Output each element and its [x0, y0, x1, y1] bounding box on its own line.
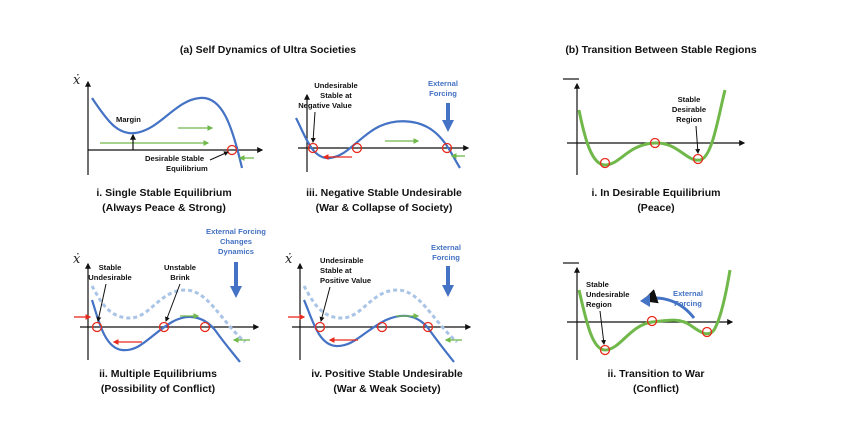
- previous-curve-dashed: [302, 285, 458, 344]
- external-forcing-label: Changes: [220, 237, 252, 246]
- equilibrium-marker: [692, 153, 704, 165]
- equilibrium-marker: [158, 321, 170, 333]
- panel-a2: Undesirable Stable at Negative Value Ext…: [295, 79, 470, 214]
- stable-desirable-label: Region: [676, 115, 702, 124]
- external-forcing-label: Forcing: [674, 299, 702, 308]
- panel-caption: (Peace): [637, 202, 674, 214]
- section-a-title: (a) Self Dynamics of Ultra Societies: [180, 44, 356, 56]
- equilibrium-marker: [351, 142, 363, 154]
- equilibrium-marker: [441, 142, 453, 154]
- undesirable-label: Undesirable: [314, 81, 357, 90]
- undesirable-label: Stable at: [320, 91, 352, 100]
- y-axis-symbol: ẋ: [285, 252, 293, 267]
- panel-b2: Stable Undesirable Region External Forci…: [563, 262, 734, 395]
- panel-caption: ii. Transition to War: [607, 368, 704, 380]
- panel-caption: ii. Multiple Equilibriums: [99, 368, 217, 380]
- label-pointer: [310, 111, 316, 143]
- panel-a4: ẋ Undesirable Stable at Positive Value E…: [285, 243, 472, 395]
- unstable-brink-label: Brink: [170, 273, 190, 282]
- external-forcing-label: Dynamics: [218, 247, 254, 256]
- equilibrium-marker: [701, 326, 713, 338]
- stable-undesirable-label: Stable: [99, 263, 122, 272]
- dynamics-curve: [302, 299, 455, 363]
- panel-caption: iv. Positive Stable Undesirable: [311, 368, 463, 380]
- label-pointer: [96, 283, 107, 322]
- equilibrium-marker: [314, 321, 326, 333]
- equilibrium-marker: [307, 142, 319, 154]
- equilibrium-marker: [649, 137, 661, 149]
- panel-caption: (Possibility of Conflict): [101, 383, 215, 395]
- equilibrium-marker: [646, 315, 658, 327]
- external-forcing-arrow: [442, 266, 454, 297]
- potential-curve: [577, 89, 727, 167]
- previous-curve-dashed: [90, 285, 246, 344]
- equilibrium-marker: [376, 321, 388, 333]
- stable-undesirable-label: Stable: [586, 280, 609, 289]
- dynamics-curve: [90, 299, 241, 363]
- panel-caption: iii. Negative Stable Undesirable: [306, 187, 462, 199]
- panel-caption: i. In Desirable Equilibrium: [592, 187, 721, 199]
- undesirable-label: Undesirable: [320, 256, 363, 265]
- undesirable-label: Stable at: [320, 266, 352, 275]
- panel-b1: Stable Desirable Region i. In Desirable …: [563, 78, 746, 214]
- panel-a1: ẋ Margin Desirable Stable Equilibrium i.…: [73, 73, 264, 214]
- external-forcing-arrowhead: [640, 294, 650, 307]
- equilibrium-marker: [599, 157, 611, 169]
- stable-undesirable-label: Undesirable: [88, 273, 131, 282]
- panel-caption: (War & Weak Society): [333, 383, 440, 395]
- label-pointer: [319, 286, 331, 322]
- external-forcing-label: External Forcing: [206, 227, 266, 236]
- label-pointer: [695, 125, 701, 154]
- stable-desirable-label: Stable: [678, 95, 701, 104]
- equilibrium-label: Desirable Stable: [145, 154, 204, 163]
- dynamics-curve: [295, 117, 461, 169]
- equilibrium-marker: [199, 321, 211, 333]
- equilibrium-pointer: [209, 151, 229, 161]
- stable-undesirable-label: Region: [586, 300, 612, 309]
- stable-desirable-label: Desirable: [672, 105, 706, 114]
- undesirable-label: Negative Value: [298, 101, 352, 110]
- external-forcing-label: External: [431, 243, 461, 252]
- label-pointer: [599, 310, 607, 345]
- external-forcing-label: Forcing: [432, 253, 460, 262]
- unstable-brink-label: Unstable: [164, 263, 196, 272]
- equilibrium-marker: [422, 321, 434, 333]
- panel-caption: (Always Peace & Strong): [102, 202, 226, 214]
- margin-label: Margin: [116, 115, 141, 124]
- equilibrium-marker: [91, 321, 103, 333]
- external-forcing-arrow: [442, 103, 454, 132]
- y-axis-symbol: ẋ: [73, 73, 81, 88]
- stable-undesirable-label: Undesirable: [586, 290, 629, 299]
- equilibrium-label: Equilibrium: [166, 164, 208, 173]
- equilibrium-marker: [226, 144, 238, 156]
- undesirable-label: Positive Value: [320, 276, 371, 285]
- y-axis-symbol: ẋ: [73, 252, 81, 267]
- external-forcing-label: External: [673, 289, 703, 298]
- label-pointer: [165, 283, 181, 322]
- panel-caption: i. Single Stable Equilibrium: [96, 187, 231, 199]
- section-b-title: (b) Transition Between Stable Regions: [565, 44, 757, 56]
- external-forcing-arrow: [230, 262, 242, 298]
- panel-caption: (War & Collapse of Society): [316, 202, 453, 214]
- dynamics-curve: [91, 96, 244, 169]
- external-forcing-label: External: [428, 79, 458, 88]
- external-forcing-label: Forcing: [429, 89, 457, 98]
- potential-curve: [577, 269, 732, 352]
- equilibrium-marker: [599, 344, 611, 356]
- panel-caption: (Conflict): [633, 383, 679, 395]
- panel-a3: External Forcing Changes Dynamics ẋ Stab…: [73, 227, 266, 395]
